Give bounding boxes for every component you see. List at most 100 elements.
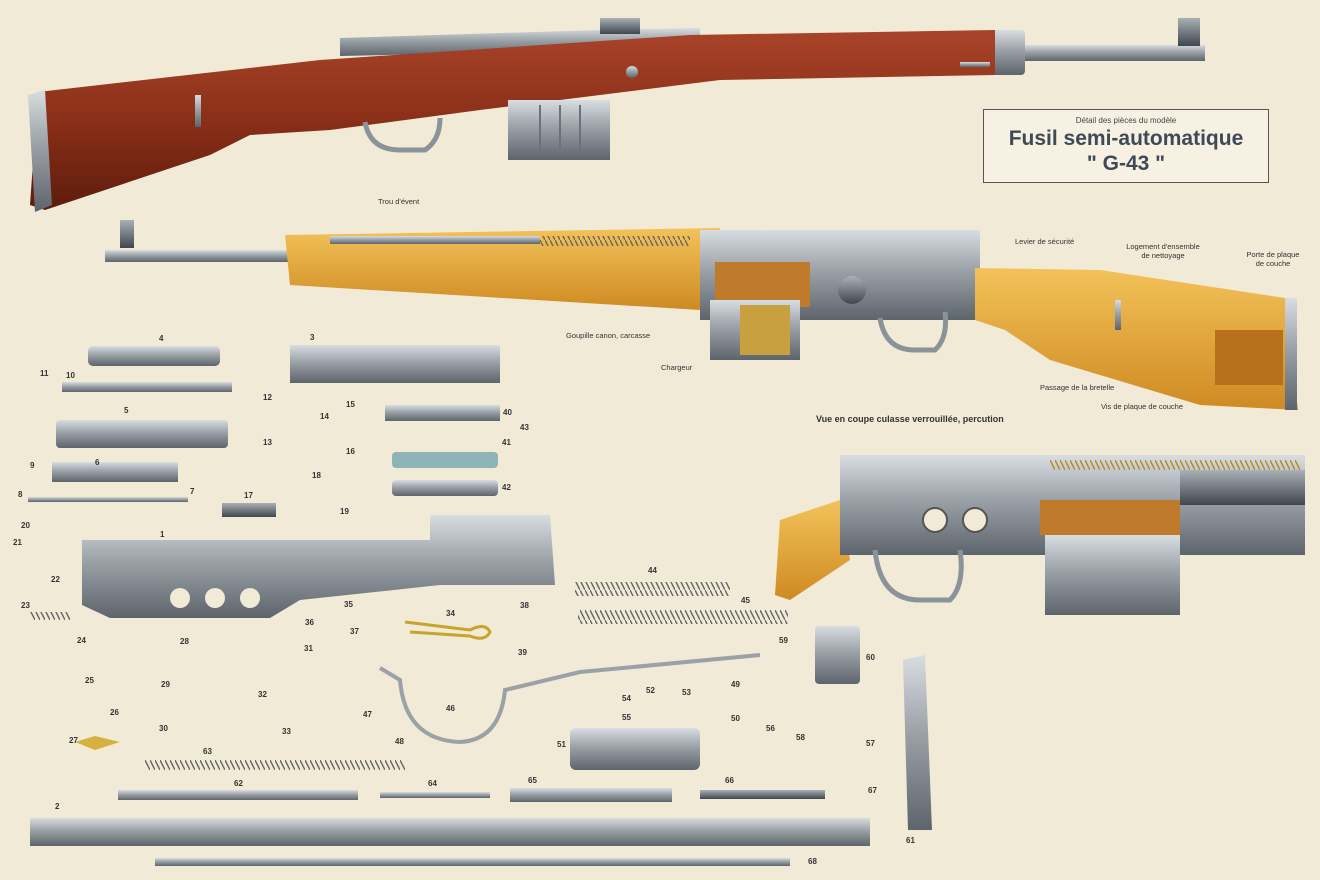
callout-logement-line-1: Logement d'ensemble	[1126, 242, 1200, 251]
butt-plate	[28, 90, 52, 212]
title-box: Détail des pièces du modèle Fusil semi-a…	[983, 109, 1269, 183]
part-number: 39	[518, 648, 527, 657]
callout-vis-plaque: Vis de plaque de couche	[1101, 402, 1184, 411]
part-27	[75, 736, 120, 750]
callout-trou-event: Trou d'évent	[378, 197, 420, 206]
part-number: 1	[160, 530, 165, 539]
part-number: 31	[304, 644, 313, 653]
part-number: 45	[741, 596, 750, 605]
part-number: 33	[282, 727, 291, 736]
action-bolt	[1180, 470, 1305, 505]
part-number: 63	[203, 747, 212, 756]
part-number: 42	[502, 483, 511, 492]
part-62	[118, 790, 358, 800]
callout-porte-plaque: Porte de plaque de couche	[1236, 250, 1310, 268]
part-68	[155, 858, 790, 866]
part-number: 68	[808, 857, 817, 866]
part-64	[380, 792, 490, 798]
cutaway-trigger-guard	[877, 311, 948, 353]
part-number: 44	[648, 566, 657, 575]
part-number: 8	[18, 490, 23, 499]
part-number: 30	[159, 724, 168, 733]
cutaway-butt-plate	[1285, 298, 1297, 410]
part-number: 60	[866, 653, 875, 662]
part-number: 24	[77, 636, 86, 645]
part-6	[52, 462, 178, 482]
title-line-1: Fusil semi-automatique	[1008, 127, 1244, 150]
part-number: 7	[190, 487, 195, 496]
part-barrel	[30, 818, 870, 846]
part-number: 26	[110, 708, 119, 717]
barrel-band	[990, 30, 1025, 75]
part-number: 41	[502, 438, 511, 447]
callout-passage-bretelle: Passage de la bretelle	[1040, 383, 1115, 392]
part-number: 53	[682, 688, 691, 697]
part-23-spring	[30, 612, 70, 620]
part-number: 16	[346, 447, 355, 456]
part-number: 22	[51, 575, 60, 584]
title-line-2: " G-43 "	[1086, 152, 1166, 175]
part-number: 52	[646, 686, 655, 695]
part-number: 9	[30, 461, 35, 470]
cutaway-rifle-illustration	[105, 220, 1298, 410]
part-number: 50	[731, 714, 740, 723]
cutaway-front-sight	[120, 220, 134, 248]
action-cartridges	[1040, 500, 1180, 535]
part-number: 51	[557, 740, 566, 749]
exploded-parts	[28, 345, 932, 866]
part-number: 36	[305, 618, 314, 627]
part-10	[62, 382, 232, 392]
callout-goupille: Goupille canon, carcasse	[566, 331, 651, 340]
callout-levier-securite: Levier de sécurité	[1015, 237, 1075, 246]
part-5	[56, 420, 228, 448]
stock-screw	[626, 66, 638, 78]
cutaway-handguard	[285, 228, 720, 310]
part-number: 67	[868, 786, 877, 795]
part-number: 32	[258, 690, 267, 699]
callout-logement: Logement d'ensemble de nettoyage	[1118, 242, 1208, 260]
part-number: 57	[866, 739, 875, 748]
sling-slot-stock	[195, 95, 201, 127]
part-number: 49	[731, 680, 740, 689]
trigger-guard	[362, 117, 443, 153]
part-number: 47	[363, 710, 372, 719]
part-number: 15	[346, 400, 355, 409]
part-number: 5	[124, 406, 129, 415]
action-recoil-spring	[1050, 460, 1300, 470]
part-number: 2	[55, 802, 60, 811]
part-number: 25	[85, 676, 94, 685]
sling-passage	[1115, 300, 1121, 330]
part-number: 58	[796, 733, 805, 742]
sling-slot-forend	[960, 62, 990, 67]
part-40	[385, 405, 500, 421]
cleaning-kit-recess	[1215, 330, 1283, 385]
part-4	[88, 346, 220, 366]
part-number: 13	[263, 438, 272, 447]
part-number: 40	[503, 408, 512, 417]
part-number: 14	[320, 412, 329, 421]
part-number: 6	[95, 458, 100, 467]
part-42	[392, 480, 498, 496]
part-number: 55	[622, 713, 631, 722]
part-number: 62	[234, 779, 243, 788]
part-44-spring	[575, 582, 730, 596]
part-number: 19	[340, 507, 349, 516]
part-number: 3	[310, 333, 315, 342]
part-number: 65	[528, 776, 537, 785]
part-number: 21	[13, 538, 22, 547]
part-number: 29	[161, 680, 170, 689]
part-17	[222, 503, 276, 517]
rear-sight	[600, 18, 640, 34]
title-subtitle: Détail des pièces du modèle	[1075, 116, 1177, 125]
hammer	[838, 276, 866, 304]
part-number: 23	[21, 601, 30, 610]
part-34-spring	[404, 620, 492, 640]
action-magazine	[1045, 535, 1180, 615]
section-caption: Vue en coupe culasse verrouillée, percut…	[816, 414, 1004, 424]
part-number: 18	[312, 471, 321, 480]
part-number: 38	[520, 601, 529, 610]
part-number: 61	[906, 836, 915, 845]
action-cutaway-illustration	[775, 455, 1305, 615]
walnut-stock	[30, 30, 995, 210]
part-60	[815, 626, 860, 684]
